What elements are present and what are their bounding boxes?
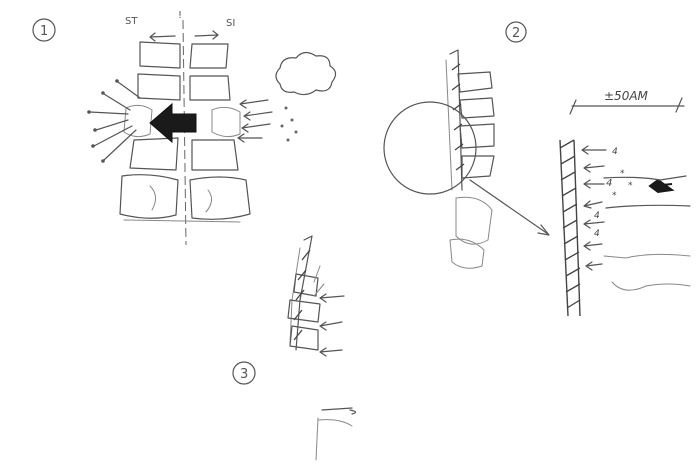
right-pressure-arrows <box>238 100 298 142</box>
dimension-tick-left <box>570 100 576 114</box>
svg-text:*: * <box>612 191 617 201</box>
panel-2: 2 ±50AM <box>384 22 690 316</box>
panel-3-spine-sketch <box>288 236 356 460</box>
panel-1-left-label: ST <box>125 16 138 27</box>
cloud-shape <box>276 52 336 94</box>
detail-contour-upper <box>604 176 686 180</box>
magnifier-pointer-arrowhead <box>538 225 549 235</box>
panel-1-number: 1 <box>40 24 48 39</box>
svg-text:4: 4 <box>612 147 618 157</box>
magnifier-pointer-line <box>470 180 548 234</box>
side-view-spine <box>446 50 494 268</box>
dimension-tick-right <box>676 98 682 112</box>
panel-3: 3 <box>233 236 356 460</box>
svg-text:4: 4 <box>594 229 600 239</box>
svg-text:4: 4 <box>606 178 612 189</box>
svg-text:4: 4 <box>594 211 600 221</box>
left-displacement-arrow <box>150 33 175 41</box>
panel-3-number: 3 <box>240 367 248 382</box>
dimension-label: ±50AM <box>604 89 649 103</box>
detail-contour-bottom <box>612 282 690 290</box>
detail-wall <box>560 140 580 316</box>
svg-text:*: * <box>628 181 633 191</box>
detail-contour-lower <box>604 254 690 258</box>
panel-1: 1 ST ! SI <box>33 10 336 245</box>
large-black-arrow <box>150 104 196 142</box>
detail-bold-arrow <box>650 180 672 192</box>
right-displacement-arrow <box>195 31 218 39</box>
panel-2-number: 2 <box>512 26 520 41</box>
detail-contour-middle <box>606 205 690 208</box>
panel-1-center-label: ! <box>178 10 182 21</box>
panel-1-right-label: SI <box>226 18 235 29</box>
